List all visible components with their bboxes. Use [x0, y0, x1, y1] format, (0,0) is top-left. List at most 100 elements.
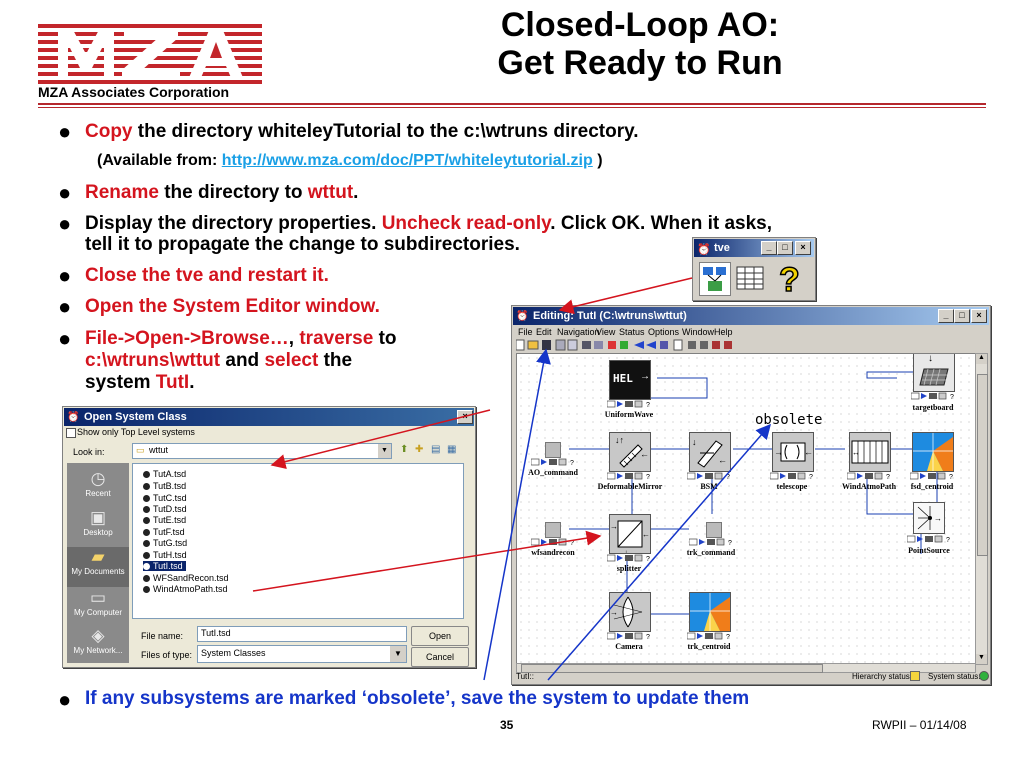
- header-rule: [38, 103, 986, 105]
- minimize-button[interactable]: _: [761, 241, 777, 255]
- scroll-thumb[interactable]: [977, 374, 988, 556]
- file-name: TutF.tsd: [153, 527, 185, 537]
- file-item[interactable]: TutB.tsd: [143, 481, 186, 491]
- slide-number: 35: [500, 718, 514, 732]
- block-targetboard[interactable]: ↓: [913, 353, 955, 392]
- places-recent[interactable]: ◷ Recent: [67, 469, 129, 498]
- bullet-keyword: c:\wtruns\wttut: [85, 350, 221, 371]
- title-line-1: Closed-Loop AO:: [500, 6, 780, 44]
- help-question-icon[interactable]: ?: [773, 260, 805, 300]
- scroll-up-icon[interactable]: ▲: [976, 354, 987, 364]
- chevron-down-icon[interactable]: ▼: [390, 646, 406, 662]
- list-view-icon[interactable]: ▤: [431, 444, 441, 455]
- title-line-2: Get Ready to Run: [497, 44, 783, 82]
- block-pointsource[interactable]: →: [913, 502, 945, 534]
- diagram-canvas[interactable]: HEL → ? UniformWave ↓ ? targetboard obso…: [516, 353, 976, 665]
- bullet-sub-available: (Available from: http://www.mza.com/doc/…: [97, 150, 603, 171]
- menu-view[interactable]: View: [596, 327, 616, 337]
- file-item[interactable]: TutE.tsd: [143, 515, 186, 525]
- menu-window[interactable]: Window: [682, 327, 715, 337]
- open-button[interactable]: Open: [411, 626, 469, 646]
- menu-options[interactable]: Options: [648, 327, 680, 337]
- block-uniformwave[interactable]: HEL →: [609, 360, 651, 400]
- block-label: splitter: [616, 564, 642, 573]
- hierarchy-status-label: Hierarchy status:: [852, 672, 913, 681]
- filetype-select[interactable]: System Classes ▼: [197, 645, 407, 663]
- new-folder-icon[interactable]: ✚: [415, 444, 424, 455]
- maximize-button[interactable]: □: [777, 241, 793, 255]
- lookin-label: Look in:: [73, 447, 105, 457]
- places-label: My Network...: [73, 646, 123, 655]
- bullet-text: and: [220, 350, 265, 371]
- arrow-down-icon: ↓: [928, 353, 933, 364]
- bullet-keyword: Rename: [85, 182, 159, 203]
- tve-window[interactable]: ⏰ tve _ □ × ?: [692, 237, 816, 301]
- table-icon[interactable]: [735, 262, 765, 294]
- block-deformablemirror[interactable]: ↓↑←: [609, 432, 651, 472]
- minimize-button[interactable]: _: [938, 309, 954, 323]
- block-ao-command[interactable]: [545, 442, 561, 458]
- bullet-keyword: TutI: [155, 372, 190, 393]
- lookin-select[interactable]: ▭ wttut ▼: [132, 443, 392, 459]
- system-editor-icon[interactable]: [699, 262, 731, 296]
- cancel-button[interactable]: Cancel: [411, 647, 469, 667]
- maximize-button[interactable]: □: [954, 309, 970, 323]
- block-status-bar: ?: [687, 632, 730, 640]
- details-view-icon[interactable]: ▦: [447, 444, 457, 455]
- svg-text:↓↑: ↓↑: [615, 435, 624, 445]
- bullet-obsolete: If any subsystems are marked ‘obsolete’,…: [85, 688, 750, 709]
- file-list[interactable]: [132, 463, 464, 619]
- download-link[interactable]: http://www.mza.com/doc/PPT/whiteleytutor…: [221, 152, 593, 169]
- scroll-thumb[interactable]: [521, 664, 823, 673]
- places-desktop[interactable]: ▣ Desktop: [67, 508, 129, 537]
- recent-icon: ◷: [90, 469, 106, 488]
- menu-file[interactable]: File: [518, 327, 533, 337]
- svg-text:?: ?: [728, 540, 732, 546]
- file-name: TutG.tsd: [153, 538, 188, 548]
- file-item[interactable]: TutC.tsd: [143, 493, 187, 503]
- close-button[interactable]: ×: [795, 241, 811, 255]
- block-fsd-centroid[interactable]: [912, 432, 954, 472]
- arrow-right-icon: →: [640, 371, 650, 382]
- up-folder-icon[interactable]: ⬆: [400, 444, 409, 455]
- file-item[interactable]: WindAtmoPath.tsd: [143, 584, 228, 594]
- block-trk-centroid[interactable]: [689, 592, 731, 632]
- menu-edit[interactable]: Edit: [536, 327, 552, 337]
- menu-status[interactable]: Status: [619, 327, 645, 337]
- file-item-selected[interactable]: TutI.tsd: [143, 561, 186, 571]
- horizontal-scrollbar[interactable]: [516, 663, 976, 673]
- top-level-checkbox[interactable]: [66, 428, 76, 438]
- block-trk-command[interactable]: [706, 522, 722, 538]
- vertical-scrollbar[interactable]: ▲ ▼: [975, 353, 988, 665]
- file-item[interactable]: WFSandRecon.tsd: [143, 573, 229, 583]
- file-item[interactable]: TutF.tsd: [143, 527, 185, 537]
- block-splitter[interactable]: →←↓: [609, 514, 651, 557]
- places-my-network[interactable]: ◈ My Network...: [67, 626, 129, 655]
- block-wfsandrecon[interactable]: [545, 522, 561, 538]
- close-button[interactable]: ×: [971, 309, 987, 323]
- file-item[interactable]: TutD.tsd: [143, 504, 187, 514]
- file-item[interactable]: TutG.tsd: [143, 538, 187, 548]
- menu-help[interactable]: Help: [714, 327, 733, 337]
- places-my-computer[interactable]: ▭ My Computer: [67, 588, 129, 617]
- block-windatmopath[interactable]: ↔: [849, 432, 891, 472]
- places-my-documents[interactable]: ▰ My Documents: [67, 547, 129, 587]
- menu-navigation[interactable]: Navigation: [557, 327, 600, 337]
- dialog-titlebar[interactable]: ⏰ Open System Class: [64, 408, 474, 426]
- scroll-down-icon[interactable]: ▼: [976, 654, 987, 664]
- block-telescope[interactable]: →←: [772, 432, 814, 472]
- chevron-down-icon[interactable]: ▼: [378, 444, 391, 458]
- file-name: WindAtmoPath.tsd: [153, 584, 228, 594]
- file-item[interactable]: TutA.tsd: [143, 469, 186, 479]
- centroid-icon: [913, 433, 953, 471]
- block-camera[interactable]: →: [609, 592, 651, 632]
- svg-text:?: ?: [646, 474, 650, 480]
- open-system-class-dialog[interactable]: ⏰ Open System Class × Show only Top Leve…: [62, 406, 476, 668]
- svg-text:?: ?: [949, 474, 953, 480]
- block-bsm[interactable]: ←↓: [689, 432, 731, 472]
- bullet-file-open-line3: system TutI.: [85, 372, 194, 393]
- system-editor-window[interactable]: ⏰ Editing: TutI (C:\wtruns\wttut) _ □ × …: [511, 305, 991, 685]
- file-item[interactable]: TutH.tsd: [143, 550, 187, 560]
- filename-input[interactable]: TutI.tsd: [197, 626, 407, 642]
- block-label: wfsandrecon: [531, 548, 575, 557]
